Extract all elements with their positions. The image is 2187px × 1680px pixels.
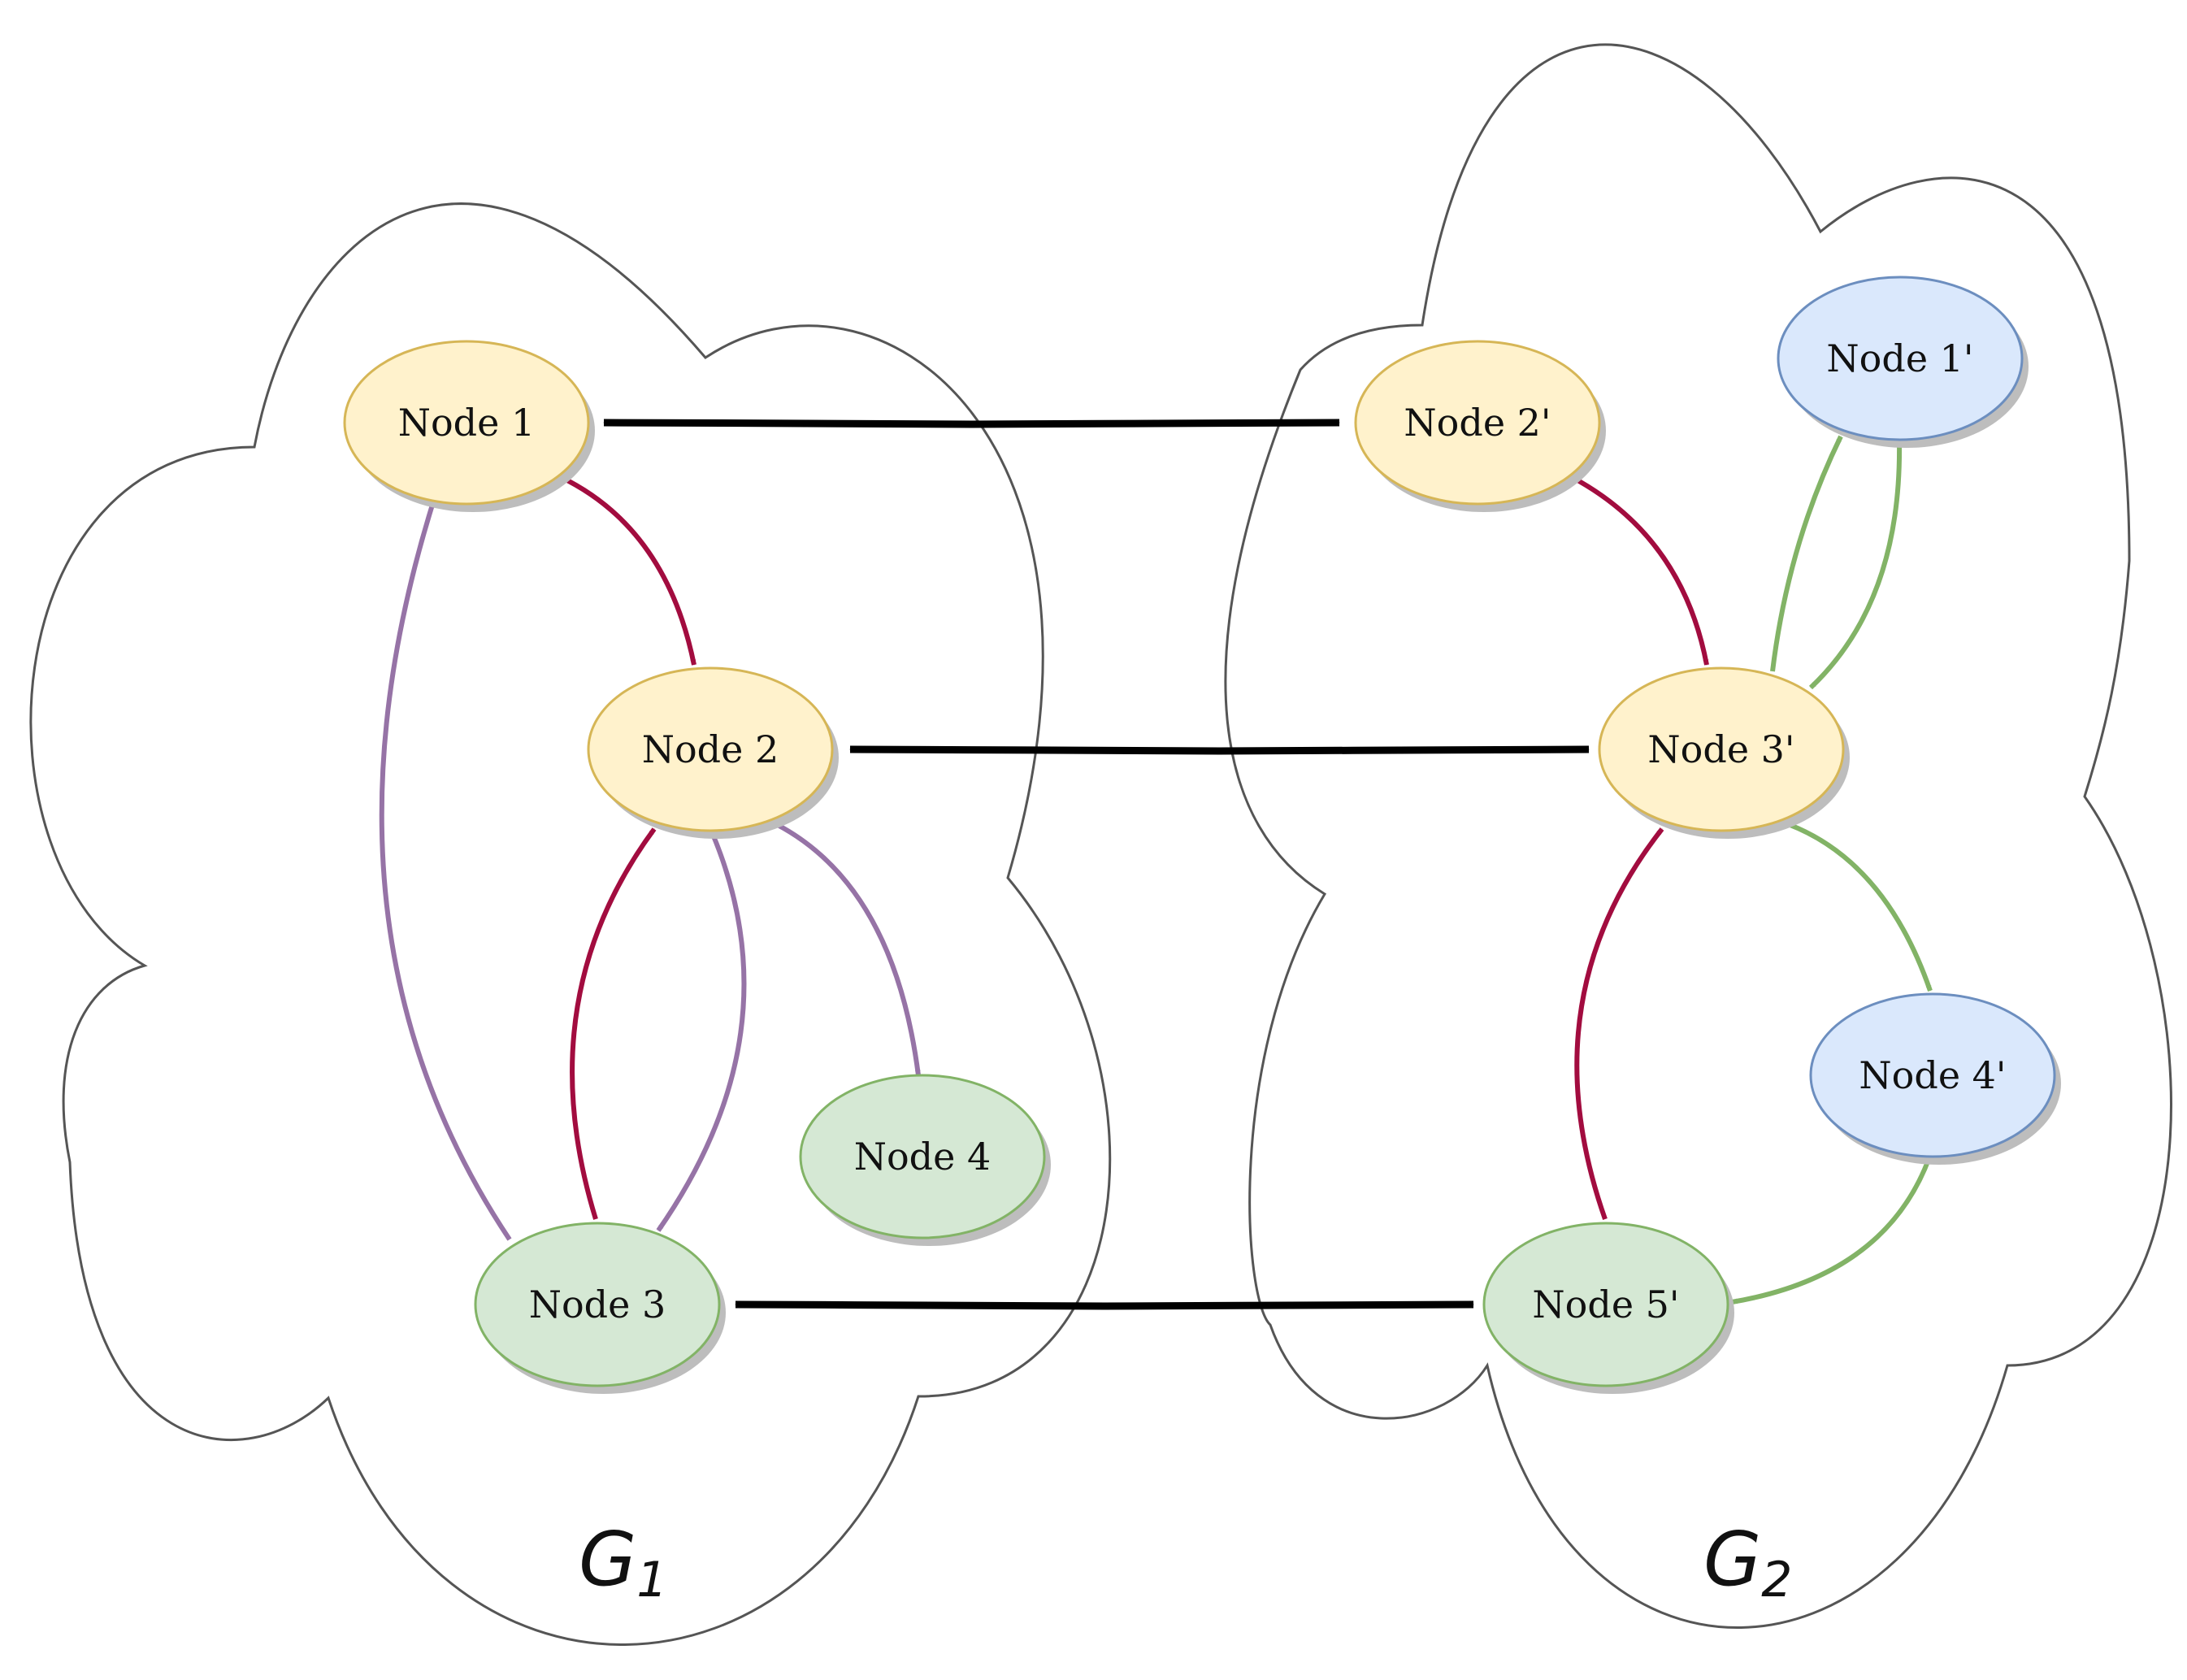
edge-n3-to-n2 xyxy=(570,827,657,1220)
correspondence-n2-m3 xyxy=(849,745,1590,755)
node-n3[interactable]: Node 3 xyxy=(474,1222,726,1394)
node-m3[interactable]: Node 3' xyxy=(1598,666,1850,839)
node-ellipse xyxy=(587,666,834,832)
node-label: Node 4 xyxy=(854,1135,992,1179)
edge-m3-to-m4 xyxy=(1786,822,1933,992)
edge-n2-to-n3 xyxy=(656,831,747,1232)
node-ellipse xyxy=(1598,666,1845,832)
node-n2[interactable]: Node 2 xyxy=(587,666,839,839)
graph-label-g1: G1 xyxy=(579,1516,667,1608)
node-m5[interactable]: Node 5' xyxy=(1482,1222,1734,1394)
edge-n2-to-n4 xyxy=(775,822,921,1076)
nodes-layer: Node 1 Node 2 Node 3 Node 4 Node 1' Node 2' No… xyxy=(343,276,2061,1394)
node-ellipse xyxy=(343,340,590,506)
node-ellipse xyxy=(1482,1222,1729,1387)
edge-n3-to-n1 xyxy=(379,501,512,1241)
edge-n1-to-n2 xyxy=(559,475,696,666)
node-ellipse xyxy=(799,1074,1046,1239)
edge-m4-to-m5 xyxy=(1731,1156,1932,1304)
correspondence-layer xyxy=(603,419,1590,1310)
edge-m2-to-m3 xyxy=(1570,475,1709,666)
node-ellipse xyxy=(1809,992,2056,1158)
node-label: Node 5' xyxy=(1532,1283,1679,1326)
node-label: Node 2' xyxy=(1404,401,1551,445)
graph-label-g2: G2 xyxy=(1703,1516,1792,1608)
edge-m1-to-m3 xyxy=(1808,441,1903,690)
node-label: Node 3' xyxy=(1647,727,1794,771)
correspondence-n3-m5 xyxy=(735,1300,1474,1310)
node-ellipse xyxy=(474,1222,721,1387)
edge-m5-to-m3 xyxy=(1574,827,1664,1220)
cloud-g1 xyxy=(29,202,1112,1646)
edges-layer xyxy=(379,435,1933,1304)
node-label: Node 1' xyxy=(1826,336,1973,380)
node-m4[interactable]: Node 4' xyxy=(1809,992,2061,1165)
node-ellipse xyxy=(1777,276,2024,441)
edge-m3-to-m1 xyxy=(1770,435,1843,672)
correspondence-n1-m2 xyxy=(603,419,1340,428)
node-label: Node 3 xyxy=(529,1283,666,1326)
cloud-g2 xyxy=(1224,43,2172,1629)
node-ellipse xyxy=(1354,340,1601,506)
node-m1[interactable]: Node 1' xyxy=(1777,276,2029,448)
node-m2[interactable]: Node 2' xyxy=(1354,340,1606,512)
node-n4[interactable]: Node 4 xyxy=(799,1074,1051,1246)
node-label: Node 2 xyxy=(642,727,779,771)
node-n1[interactable]: Node 1 xyxy=(343,340,595,512)
node-label: Node 1 xyxy=(398,401,536,445)
node-label: Node 4' xyxy=(1859,1053,2006,1097)
